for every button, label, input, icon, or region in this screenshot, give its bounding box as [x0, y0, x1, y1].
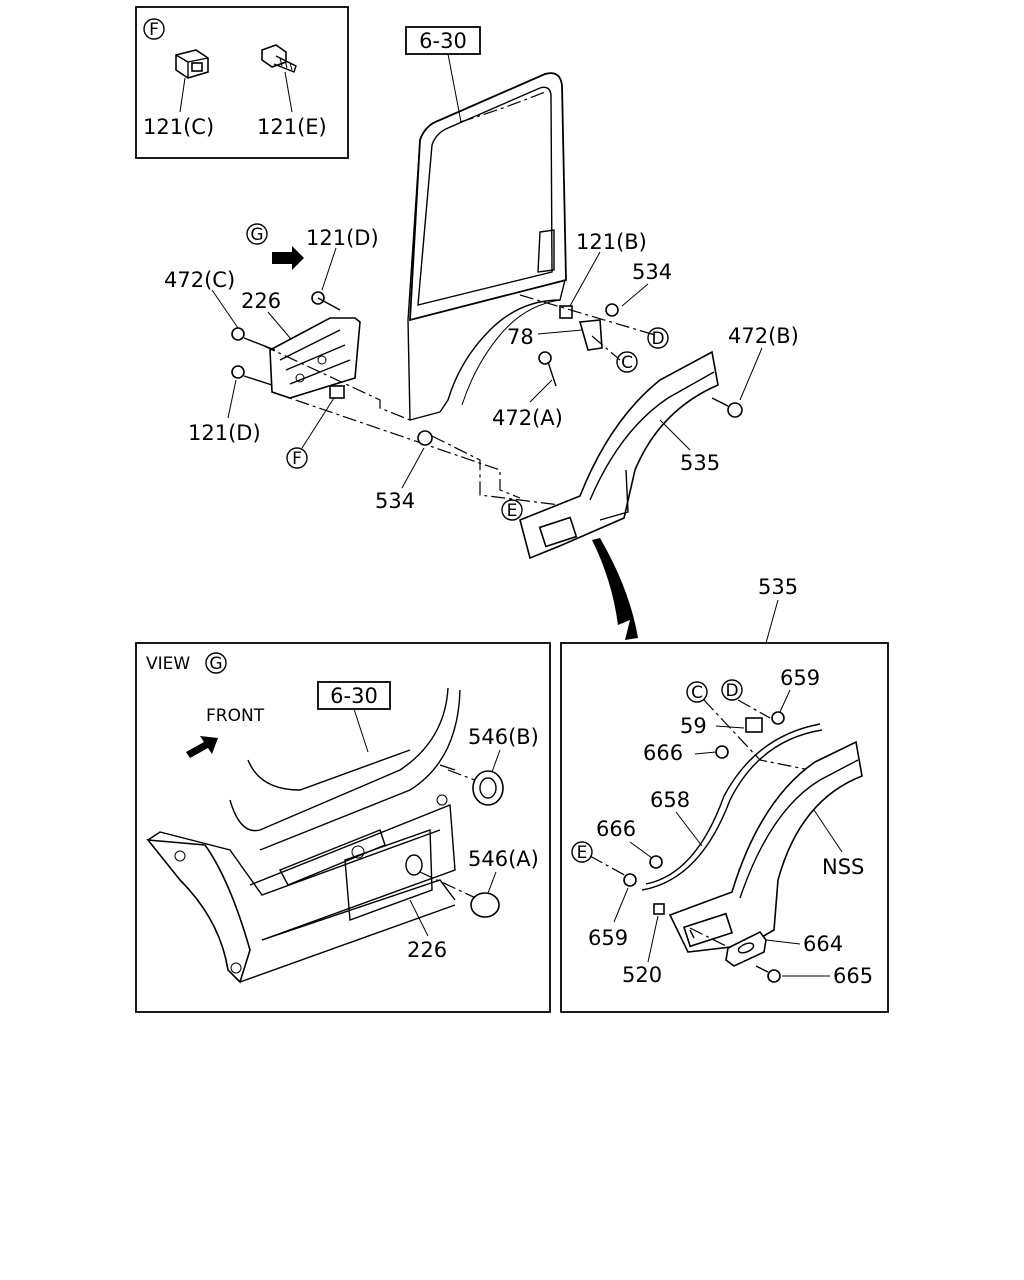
clip-520-icon	[653, 903, 665, 915]
label-520: 520	[622, 963, 662, 987]
label-546a: 546(A)	[468, 847, 539, 871]
front-arrow-icon	[186, 736, 218, 758]
plug-546b-icon	[472, 770, 504, 806]
label-534-bottom: 534	[375, 489, 415, 513]
bolt-666-mid-icon	[649, 855, 663, 869]
f-letter: F	[292, 449, 302, 469]
label-121e: 121(E)	[257, 115, 327, 139]
nut-534-top-icon	[605, 303, 619, 317]
view-g-arrow-icon	[272, 246, 304, 270]
plug-546a-icon	[470, 892, 500, 918]
label-658: 658	[650, 788, 690, 812]
label-226-top: 226	[241, 289, 281, 313]
label-666-top: 666	[643, 741, 683, 765]
label-121b: 121(B)	[576, 230, 647, 254]
d-letter: D	[651, 329, 664, 349]
label-nss: NSS	[822, 855, 864, 879]
clip-59-icon	[745, 717, 763, 733]
cab-door-outline	[407, 72, 567, 421]
label-472a: 472(A)	[492, 406, 563, 430]
label-226-view: 226	[407, 938, 447, 962]
c-letter: C	[621, 353, 633, 373]
detail-535-box	[560, 642, 889, 1013]
view-g-drawing	[146, 687, 481, 984]
label-546b: 546(B)	[468, 725, 539, 749]
detail-arrow-icon	[592, 538, 638, 640]
bolt-472c-icon	[231, 327, 276, 351]
bracket-78-icon	[578, 319, 603, 351]
label-534-top: 534	[632, 260, 672, 284]
nut-534-bottom-icon	[417, 430, 433, 446]
label-664: 664	[803, 932, 843, 956]
bolt-121d-bottom-icon	[231, 365, 273, 386]
clip-f-icon	[329, 385, 345, 399]
bolt-666-top-icon	[715, 745, 729, 759]
label-472b: 472(B)	[728, 324, 799, 348]
label-472c: 472(C)	[164, 268, 235, 292]
ref-6-30-box	[405, 26, 481, 55]
step-nss	[668, 740, 863, 953]
label-535-main: 535	[680, 451, 720, 475]
view-g-box	[135, 642, 551, 1013]
view-letter: G	[209, 654, 222, 674]
screw-665-icon	[755, 965, 781, 983]
ref-6-30-top: 6-30	[419, 29, 467, 53]
nut-659-top-icon	[771, 711, 785, 725]
bolt-121d-top-icon	[311, 291, 341, 311]
label-121c: 121(C)	[143, 115, 214, 139]
label-535-detail: 535	[758, 575, 798, 599]
cover-664-icon	[725, 930, 767, 967]
bolt-472b-icon	[711, 397, 743, 418]
clip-121c-icon	[175, 49, 209, 79]
nut-659-bottom-icon	[623, 873, 637, 887]
label-59: 59	[680, 714, 707, 738]
label-78: 78	[507, 325, 534, 349]
d-letter-detail: D	[725, 681, 738, 701]
bolt-472a-icon	[538, 351, 557, 387]
ref-6-30-view: 6-30	[330, 684, 378, 708]
front-text: FRONT	[206, 706, 265, 726]
step-535-main	[519, 350, 719, 560]
label-121d-top: 121(D)	[306, 226, 379, 250]
e-letter-detail: E	[577, 843, 588, 863]
e-letter: E	[507, 501, 518, 521]
label-665: 665	[833, 964, 873, 988]
c-letter-detail: C	[691, 683, 703, 703]
label-659-top: 659	[780, 666, 820, 690]
g-letter: G	[250, 225, 263, 245]
inset-f-letter: F	[149, 20, 159, 40]
label-659-bottom: 659	[588, 926, 628, 950]
label-121d-bottom: 121(D)	[188, 421, 261, 445]
clip-121e-icon	[261, 44, 297, 73]
view-text: VIEW	[146, 654, 190, 674]
label-666-mid: 666	[596, 817, 636, 841]
trim-658	[641, 723, 823, 891]
inset-f-box: F 121(C) 121(E)	[135, 6, 349, 159]
